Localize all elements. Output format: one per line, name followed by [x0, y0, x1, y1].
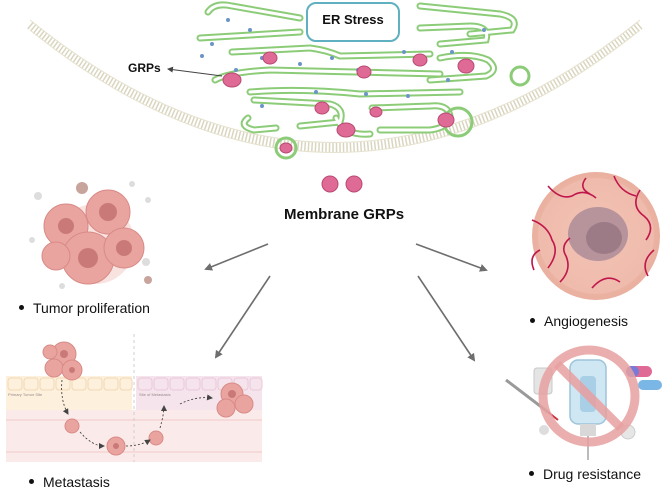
grp-proteins	[222, 51, 475, 154]
tumor-cluster-icon	[29, 181, 152, 289]
metastasis-site-label: Site of Metastasis	[139, 392, 171, 397]
membrane-grp-proteins	[321, 175, 363, 193]
arrow-to-metastasis	[214, 275, 271, 359]
membrane-grps-label: Membrane GRPs	[284, 206, 405, 223]
outcome-tumor-proliferation: Tumor proliferation	[19, 300, 150, 316]
er-stress-label: ER Stress	[322, 12, 384, 27]
metastasis-panel	[6, 334, 263, 462]
angiogenesis-tumor-icon	[531, 172, 660, 300]
vesicle	[274, 136, 298, 160]
outcome-label: Tumor proliferation	[33, 300, 150, 316]
bullet-icon	[19, 304, 24, 310]
outcome-drug-resistance: Drug resistance	[529, 466, 641, 482]
arrow-to-proliferation	[204, 243, 269, 271]
arrow-to-angiogenesis	[415, 243, 488, 272]
grps-pointer-arrow	[167, 66, 223, 77]
outcome-metastasis: Metastasis	[29, 474, 110, 490]
outcome-label: Drug resistance	[543, 466, 642, 482]
arrow-to-drug-resistance	[417, 275, 476, 362]
primary-site-label: Primary Tumor Site	[8, 392, 43, 397]
er-stress-box: ER Stress	[306, 2, 400, 42]
bullet-icon	[530, 317, 535, 323]
blood-vessels	[531, 175, 655, 289]
bullet-icon	[529, 470, 534, 476]
outcome-arrows	[204, 243, 488, 362]
cell-membrane	[27, 19, 643, 153]
prohibition-slash	[553, 360, 625, 432]
outcome-label: Metastasis	[43, 474, 110, 490]
er-lumen	[198, 3, 516, 136]
drug-resistance-icon	[505, 345, 662, 460]
ribosomes	[200, 18, 486, 108]
vesicle	[509, 65, 531, 87]
outcome-angiogenesis: Angiogenesis	[530, 313, 628, 329]
outcome-label: Angiogenesis	[544, 313, 629, 329]
bullet-icon	[29, 478, 34, 484]
grps-label: GRPs	[128, 61, 161, 75]
prohibition-circle	[538, 345, 640, 447]
